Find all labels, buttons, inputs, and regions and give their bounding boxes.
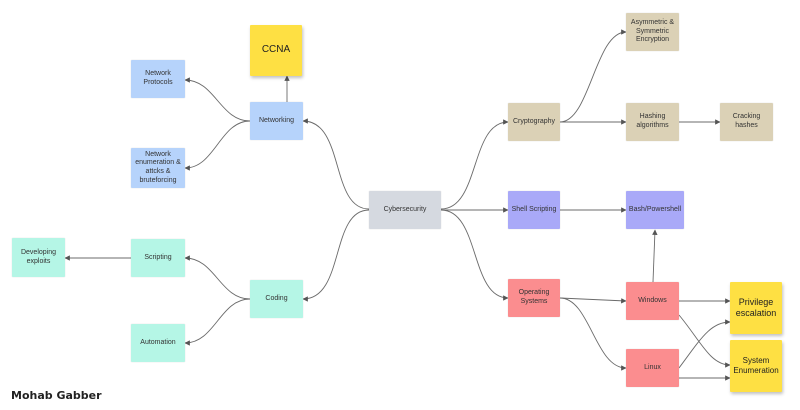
edge-networking-enum — [184, 120, 251, 171]
node-cracking-hashes[interactable]: Cracking hashes — [720, 103, 773, 141]
edge-networking-protocols — [184, 77, 251, 122]
sticky-ccna[interactable]: CCNA — [250, 25, 302, 76]
edge-center-coding — [302, 209, 370, 302]
node-networking[interactable]: Networking — [250, 102, 303, 140]
edge-windows-sysenum — [678, 314, 731, 368]
edge-linux-privesc — [678, 319, 731, 369]
node-scripting[interactable]: Scripting — [131, 239, 185, 277]
edge-windows-bash — [652, 229, 658, 283]
edge-coding-automation — [184, 298, 251, 346]
node-windows[interactable]: Windows — [626, 282, 679, 320]
node-linux[interactable]: Linux — [626, 349, 679, 387]
node-hashing-algorithms[interactable]: Hashing algorithms — [626, 103, 679, 141]
node-bash-powershell[interactable]: Bash/Powershell — [626, 191, 684, 229]
author-signature: Mohab Gabber — [11, 389, 102, 402]
node-operating-systems[interactable]: Operating Systems — [508, 279, 560, 317]
edge-crypto-asym — [559, 29, 627, 123]
node-network-protocols[interactable]: Network Protocols — [131, 60, 185, 98]
node-shell-scripting[interactable]: Shell Scripting — [508, 191, 560, 229]
edge-center-cryptography — [440, 119, 509, 210]
sticky-system-enumeration[interactable]: System Enumeration — [730, 340, 782, 392]
node-asymmetric-symmetric[interactable]: Asymmetric & Symmetric Encryption — [626, 13, 679, 51]
edge-center-os — [440, 209, 509, 301]
edge-os-linux — [559, 297, 627, 371]
node-cybersecurity[interactable]: Cybersecurity — [369, 191, 441, 229]
node-developing-exploits[interactable]: Developing exploits — [12, 238, 65, 277]
node-cryptography[interactable]: Cryptography — [508, 103, 560, 141]
edge-coding-scripting — [184, 255, 251, 300]
node-network-enumeration[interactable]: Network enumeration & attcks & bruteforc… — [131, 148, 185, 188]
edge-os-windows — [559, 297, 627, 304]
node-coding[interactable]: Coding — [250, 280, 303, 318]
sticky-privilege-escalation[interactable]: Privilege escalation — [730, 282, 782, 334]
node-automation[interactable]: Automation — [131, 324, 185, 362]
edge-center-networking — [302, 118, 370, 210]
